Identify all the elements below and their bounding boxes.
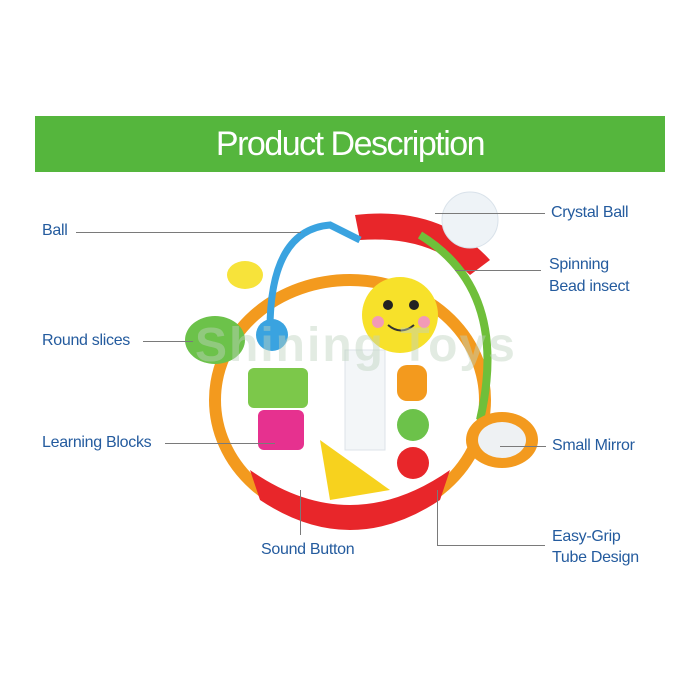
small-mirror [478,422,526,458]
learning-block-pink [258,410,304,450]
leader-line-easy-grip-v [437,490,438,545]
label-crystal-ball: Crystal Ball [551,204,629,221]
leader-line-spinning-bead [455,270,541,271]
leader-line-easy-grip-h [437,545,545,546]
crystal-ball [441,191,499,249]
label-bead-insect: Bead insect [549,278,630,295]
round-slice [185,316,245,364]
label-small-mirror: Small Mirror [552,437,635,454]
sound-button [320,440,390,500]
label-sound-button: Sound Button [261,541,355,558]
blue-bead [256,319,288,351]
learning-block-green [248,368,308,408]
leader-line-crystal-ball [435,213,545,214]
label-spinning: Spinning [549,256,609,273]
label-easy-grip: Easy-Grip [552,528,621,545]
leader-line-round-slices [143,341,193,342]
leader-line-sound-button [300,490,301,535]
leader-line-learning-blocks [165,443,275,444]
label-learning-blocks: Learning Blocks [42,434,152,451]
red-bead [397,447,429,479]
label-round-slices: Round slices [42,332,131,349]
header-banner: Product Description [35,116,665,172]
orange-bead [397,365,427,401]
leader-line-small-mirror [500,446,546,447]
green-tube [417,231,492,421]
leader-line-ball [76,232,301,233]
insect-head [362,277,438,353]
blue-bead-wire [266,221,362,331]
round-slice-yellow [227,261,263,289]
green-bead [397,409,429,441]
clear-tube [344,349,386,451]
label-ball: Ball [42,222,68,239]
watermark: Shining Toys [195,319,517,372]
label-tube-design: Tube Design [552,549,639,566]
page-title: Product Description [215,124,486,163]
